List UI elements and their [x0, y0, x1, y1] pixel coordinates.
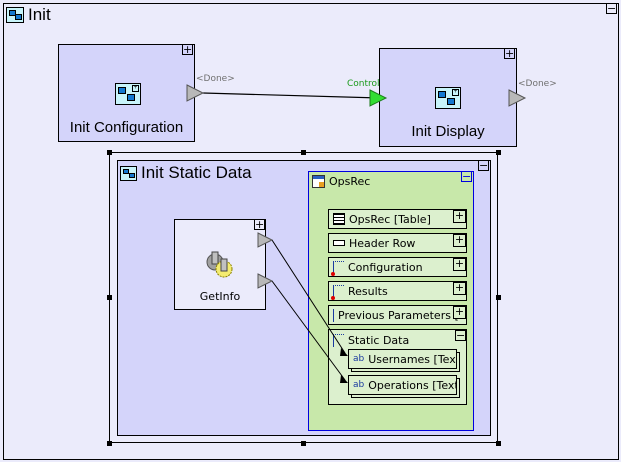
record-row-results[interactable]: Results + [328, 281, 467, 301]
init-static-data-title: Init Static Data [120, 163, 252, 183]
opsrec-title: OpsRec [329, 175, 371, 188]
control-input-port-init-display[interactable] [369, 89, 388, 107]
init-configuration-label: Init Configuration [69, 119, 184, 136]
resize-handle[interactable] [496, 150, 501, 155]
record-error-icon [331, 284, 344, 300]
arrowhead [340, 375, 348, 383]
output-port-getinfo-1[interactable] [257, 232, 274, 248]
gears-icon [206, 251, 233, 278]
row-label: Configuration [348, 260, 423, 274]
expand-button[interactable]: + [453, 305, 466, 319]
record-row-configuration[interactable]: Configuration + [328, 257, 467, 277]
opsrec-collapse-button[interactable]: − [461, 170, 472, 183]
output-port-init-configuration[interactable] [186, 84, 205, 102]
record-row-header-row[interactable]: Header Row + [328, 233, 467, 253]
subsystem-icon [120, 165, 137, 181]
record-row-previous-parameters[interactable]: Previous Parameters [Par + [328, 305, 467, 325]
collapse-button[interactable]: − [455, 329, 466, 342]
text-field-icon: ab [353, 354, 365, 364]
header-row-icon [333, 240, 345, 246]
resize-handle[interactable] [496, 295, 501, 300]
getinfo-label: GetInfo [199, 290, 241, 303]
field-label: Usernames [Text] [368, 352, 457, 366]
opsrec-header: OpsRec [312, 175, 370, 188]
init-configuration-block[interactable]: + Init Configuration [58, 44, 195, 142]
record-icon [333, 334, 344, 347]
wire-getinfo-operations [271, 280, 346, 381]
row-label: Previous Parameters [Par [338, 308, 467, 322]
getinfo-expand-button[interactable]: + [254, 218, 265, 231]
resize-handle[interactable] [301, 150, 306, 155]
init-static-data-title-text: Init Static Data [141, 163, 252, 182]
expand-button[interactable]: + [453, 209, 466, 223]
resize-handle[interactable] [107, 441, 112, 446]
expand-button[interactable]: + [453, 233, 466, 247]
resize-handle[interactable] [107, 295, 112, 300]
table-icon [333, 213, 345, 225]
record-icon [333, 308, 334, 322]
row-label: Results [348, 284, 388, 298]
field-operations[interactable]: ab Operations [Text] [348, 375, 457, 395]
init-configuration-done-label: <Done> [196, 74, 235, 84]
subsystem-icon [6, 7, 24, 23]
init-display-expand-button[interactable]: + [504, 47, 515, 60]
output-port-init-display[interactable] [508, 89, 527, 107]
static-data-header: Static Data [333, 334, 409, 347]
arrowhead [340, 348, 348, 356]
resize-handle[interactable] [496, 441, 501, 446]
init-collapse-button[interactable]: − [606, 2, 617, 15]
init-title: Init [6, 5, 51, 25]
init-display-block[interactable]: + Init Display [379, 48, 517, 147]
init-display-done-label: <Done> [518, 79, 557, 89]
output-port-getinfo-2[interactable] [257, 273, 274, 289]
init-static-data-collapse-button[interactable]: − [478, 159, 489, 172]
expand-button[interactable]: + [453, 257, 466, 271]
subsystem-icon: + [115, 83, 141, 105]
subsystem-icon: + [435, 87, 461, 109]
row-label: OpsRec [Table] [349, 212, 431, 226]
init-title-text: Init [28, 5, 51, 24]
row-label: Header Row [349, 236, 416, 250]
record-error-icon [331, 260, 344, 276]
expand-button[interactable]: + [453, 281, 466, 295]
resize-handle[interactable] [107, 150, 112, 155]
field-usernames[interactable]: ab Usernames [Text] [348, 349, 457, 369]
record-table-icon [312, 175, 325, 188]
wire-config-to-display [202, 92, 381, 99]
field-label: Operations [Text] [368, 378, 457, 392]
record-row-opsrec-table[interactable]: OpsRec [Table] + [328, 209, 467, 229]
resize-handle[interactable] [301, 441, 306, 446]
getinfo-block[interactable]: GetInfo [174, 219, 266, 310]
text-field-icon: ab [353, 380, 365, 390]
row-label: Static Data [348, 334, 410, 347]
init-configuration-expand-button[interactable]: + [182, 43, 193, 56]
wire-getinfo-usernames [271, 239, 346, 354]
init-display-control-label: Control [347, 79, 380, 89]
init-display-label: Init Display [411, 123, 485, 140]
